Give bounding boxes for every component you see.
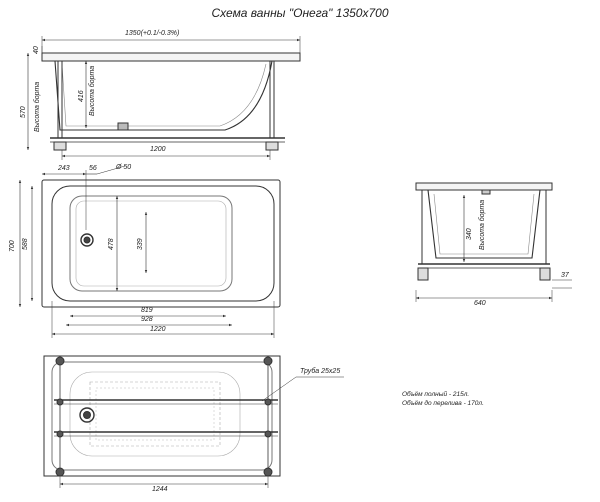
dim-width-700: 700 xyxy=(9,240,16,252)
volume-full: Объём полный - 215л. xyxy=(402,391,470,398)
dim-width-339: 339 xyxy=(137,238,144,250)
dim-length-928: 928 xyxy=(141,316,153,323)
dim-243: 243 xyxy=(58,165,70,172)
volume-overflow: Объём до перелива - 170л. xyxy=(402,400,484,407)
plan-view xyxy=(18,166,280,338)
dim-inner-416: 416 xyxy=(78,90,85,102)
dim-side-37: 37 xyxy=(561,272,569,279)
dim-top-length: 1350(+0.1/-0.3%) xyxy=(125,30,180,37)
side-view xyxy=(416,183,572,302)
drawing-title: Схема ванны "Онега" 1350х700 xyxy=(211,6,389,20)
dim-height-total: 570 xyxy=(20,106,27,118)
dim-length-819: 819 xyxy=(141,307,153,314)
dim-width-478: 478 xyxy=(108,238,115,250)
dim-phi50: Ø 50 xyxy=(116,164,132,171)
dim-rim-height-label: Высота борта xyxy=(34,81,41,132)
dim-rim-thickness: 40 xyxy=(33,46,40,54)
dim-bottom-1244: 1244 xyxy=(152,486,168,493)
bottom-view xyxy=(44,356,344,488)
pipe-label: Труба 25х25 xyxy=(300,368,341,375)
dim-side-340: 340 xyxy=(466,228,473,240)
dim-56: 56 xyxy=(89,165,97,172)
dim-bottom-1200: 1200 xyxy=(150,146,166,153)
front-view xyxy=(26,36,300,160)
dim-side-rim-label: Высота борта xyxy=(479,199,486,250)
dim-length-1220: 1220 xyxy=(150,326,166,333)
dim-rim-height-inner: Высота борта xyxy=(89,65,96,116)
dim-side-640: 640 xyxy=(474,300,486,307)
dim-width-588: 588 xyxy=(22,238,29,250)
